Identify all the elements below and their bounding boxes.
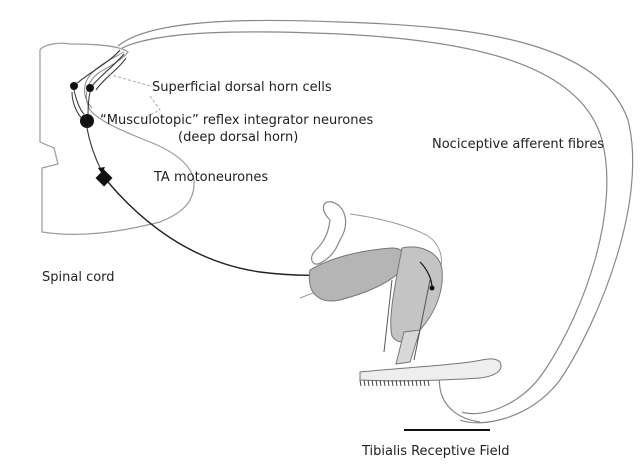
label-nociceptive-afferent-fibres: Nociceptive afferent fibres <box>432 137 605 152</box>
label-ta-motoneurones: TA motoneurones <box>154 170 269 185</box>
thigh-outline <box>310 201 347 265</box>
afferent-fibre-inner <box>121 31 608 415</box>
label-musculotopic-neurones: “Musculotopic” reflex integrator neurone… <box>100 113 374 128</box>
calf-line <box>383 279 393 353</box>
leader-musculotopic <box>139 95 161 121</box>
arrow-head <box>98 167 105 174</box>
connection-sup-to-int-1 <box>73 89 85 115</box>
dorsal-horn-contour <box>84 51 125 109</box>
shank-bones <box>395 329 421 365</box>
label-deep-dorsal-horn: (deep dorsal horn) <box>178 130 299 145</box>
fibre-entry-3 <box>95 57 127 91</box>
nerve-ending <box>429 285 435 291</box>
superficial-cell-2 <box>86 84 94 92</box>
label-spinal-cord: Spinal cord <box>42 270 115 285</box>
hindlimb-drawing <box>299 201 502 387</box>
connection-sup-to-int-2 <box>87 91 91 115</box>
fibre-entry-2 <box>91 53 125 87</box>
leader-superficial <box>107 73 151 87</box>
superficial-cell-1 <box>70 82 78 90</box>
label-superficial-dorsal-horn-cells: Superficial dorsal horn cells <box>152 80 332 95</box>
integrator-neurone <box>80 114 94 128</box>
shin-line <box>413 279 431 361</box>
integrator-to-motoneurone <box>86 127 103 173</box>
fibre-entry-1 <box>75 49 121 85</box>
afferent-fibre-outer <box>117 19 634 424</box>
foot-hatching <box>359 379 430 387</box>
body-contour <box>349 213 442 273</box>
foot <box>359 358 502 382</box>
spinal-cord-outline <box>39 42 195 235</box>
label-tibialis-receptive-field: Tibialis Receptive Field <box>362 444 510 459</box>
connection-sup-to-int-3 <box>71 91 85 121</box>
